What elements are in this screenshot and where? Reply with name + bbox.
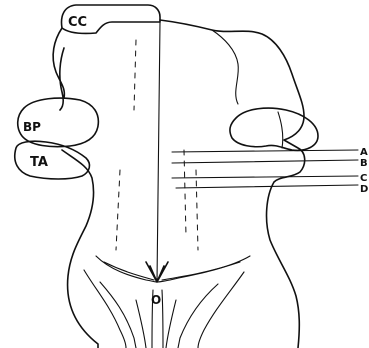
brainstem-outline [60, 20, 305, 348]
bp-label: BP [23, 120, 41, 134]
midline [157, 22, 160, 282]
level-label-b: B [360, 158, 368, 169]
dash-right-1 [196, 170, 198, 250]
tract-right-mid [162, 262, 240, 280]
level-label-a: A [360, 147, 368, 158]
column-right-outer [198, 272, 244, 348]
cc-label: CC [68, 15, 87, 30]
dash-left-2 [134, 40, 136, 110]
dash-left-1 [116, 170, 120, 250]
left-upper-contour [53, 28, 64, 98]
right-peduncle-inner [278, 112, 283, 148]
right-peduncle-outline [230, 108, 318, 150]
column-left-inner [100, 282, 136, 348]
level-line-b [172, 160, 358, 163]
column-right-inner [166, 300, 176, 348]
column-left-mid [136, 300, 146, 348]
right-upper-contour [212, 30, 238, 104]
level-label-d: D [360, 184, 368, 195]
o-label: O [151, 293, 161, 307]
level-line-a [172, 150, 358, 152]
level-line-c [172, 176, 358, 178]
level-label-c: C [360, 173, 367, 184]
column-center-right [162, 290, 163, 348]
tract-left-mid [104, 262, 154, 280]
ta-label: TA [30, 155, 48, 170]
level-line-d [176, 185, 358, 188]
